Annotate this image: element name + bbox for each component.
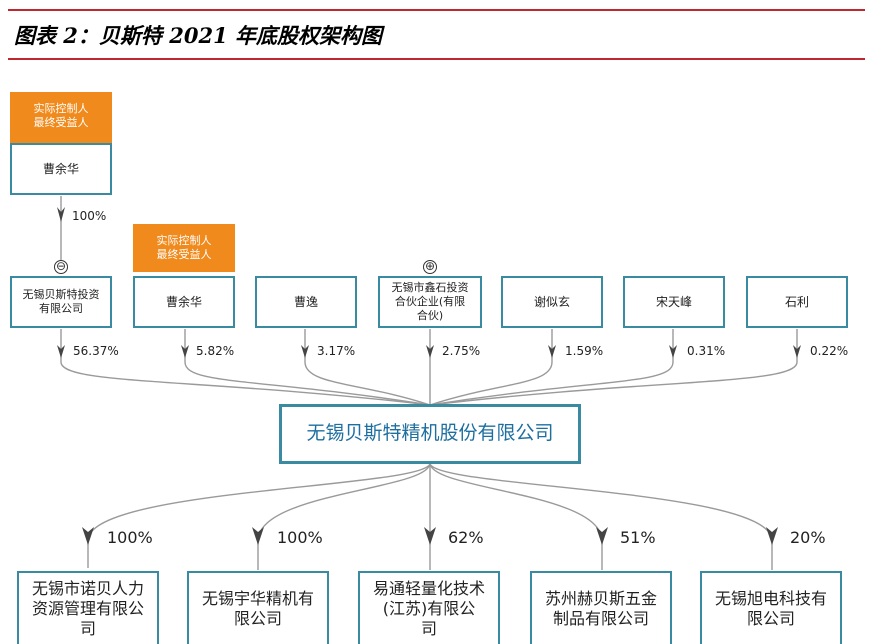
arrow-top [57, 207, 65, 222]
subsidiary-box-5[interactable]: 无锡旭电科技有 限公司 [700, 571, 842, 644]
shareholder-pct-2: 5.82% [196, 344, 235, 358]
shareholder-pct-5: 1.59% [565, 344, 604, 358]
connector-sh-3 [304, 329, 431, 406]
shareholder-name-7: 石利 [784, 294, 809, 309]
connector-sub-4 [429, 462, 603, 570]
subsidiary-pct-4: 51% [620, 528, 656, 547]
company-box[interactable]: 无锡贝斯特精机股份有限公司 [279, 404, 581, 464]
shareholder-box-4[interactable]: 无锡市鑫石投资 合伙企业(有限 合伙) [378, 276, 482, 328]
shareholder-box-2[interactable]: 曹余华 [133, 276, 235, 328]
arrow-sub-1 [82, 527, 94, 545]
arrow-sh-5 [548, 345, 556, 358]
shareholder-box-5[interactable]: 谢似玄 [501, 276, 603, 328]
connector-sub-1 [87, 462, 431, 568]
connector-sh-7 [429, 329, 798, 406]
shareholder-pct-7: 0.22% [810, 344, 849, 358]
connector-sh-1 [60, 329, 431, 406]
shareholder-pct-4: 2.75% [442, 344, 481, 358]
controller-tag: 实际控制人 最终受益人 [10, 92, 112, 144]
shareholder-name-6: 宋天峰 [655, 294, 692, 309]
connector-sh-6 [429, 329, 674, 406]
subsidiary-pct-5: 20% [790, 528, 826, 547]
subsidiary-name-2: 无锡宇华精机有 限公司 [201, 588, 314, 628]
top-rule [8, 9, 865, 11]
shareholder-name-2: 曹余华 [165, 294, 202, 309]
subsidiary-box-1[interactable]: 无锡市诺贝人力 资源管理有限公 司 [17, 571, 159, 644]
subsidiary-name-5: 无锡旭电科技有 限公司 [714, 588, 827, 628]
title-rule [8, 58, 865, 60]
shareholder-pct-6: 0.31% [687, 344, 726, 358]
connector-sub-5 [429, 462, 773, 570]
arrow-sh-4 [426, 345, 434, 358]
subsidiary-pct-1: 100% [107, 528, 153, 547]
arrow-sh-2 [181, 345, 189, 358]
subsidiary-name-3: 易通轻量化技术 (江苏)有限公 司 [372, 578, 485, 638]
arrow-sub-3 [424, 527, 436, 545]
subsidiary-name-4: 苏州赫贝斯五金 制品有限公司 [544, 588, 657, 628]
top-shareholder-name: 曹余华 [42, 161, 79, 176]
arrow-sub-5 [766, 527, 778, 545]
connector-sh-2 [184, 329, 431, 406]
shareholder-box-6[interactable]: 宋天峰 [623, 276, 725, 328]
shareholder-box-7[interactable]: 石利 [746, 276, 848, 328]
shareholder-name-1: 无锡贝斯特投资 有限公司 [22, 288, 100, 315]
arrow-sh-1 [57, 345, 65, 358]
arrow-sub-4 [596, 527, 608, 545]
shareholder-name-3: 曹逸 [293, 294, 318, 309]
figure-title: 图表 2：贝斯特 2021 年底股权架构图 [14, 23, 382, 48]
subsidiary-box-4[interactable]: 苏州赫贝斯五金 制品有限公司 [530, 571, 672, 644]
subsidiary-pct-3: 62% [448, 528, 484, 547]
arrow-sh-7 [793, 345, 801, 358]
controller-tag-2: 实际控制人 最终受益人 [133, 224, 235, 272]
subsidiary-name-1: 无锡市诺贝人力 资源管理有限公 司 [31, 578, 144, 638]
subsidiary-pct-2: 100% [277, 528, 323, 547]
top-shareholder-pct: 100% [72, 209, 107, 223]
shareholder-box-3[interactable]: 曹逸 [255, 276, 357, 328]
subsidiary-box-3[interactable]: 易通轻量化技术 (江苏)有限公 司 [358, 571, 500, 644]
arrow-sh-3 [301, 345, 309, 358]
subsidiary-box-2[interactable]: 无锡宇华精机有 限公司 [187, 571, 329, 644]
shareholder-pct-3: 3.17% [317, 344, 356, 358]
shareholder-pct-1: 56.37% [73, 344, 119, 358]
connector-sub-2 [257, 462, 431, 570]
company-name: 无锡贝斯特精机股份有限公司 [306, 422, 554, 445]
shareholder-name-5: 谢似玄 [533, 294, 570, 309]
shareholder-box-1[interactable]: 无锡贝斯特投资 有限公司 [10, 276, 112, 328]
arrow-sub-2 [252, 527, 264, 545]
collapse-sign[interactable]: ⊖ [54, 259, 68, 274]
shareholder-name-4: 无锡市鑫石投资 合伙企业(有限 合伙) [391, 281, 469, 322]
top-shareholder-box[interactable]: 曹余华 [10, 143, 112, 195]
expand-sign[interactable]: ⊕ [423, 259, 437, 274]
arrow-sh-6 [669, 345, 677, 358]
connector-sh-5 [429, 329, 553, 406]
